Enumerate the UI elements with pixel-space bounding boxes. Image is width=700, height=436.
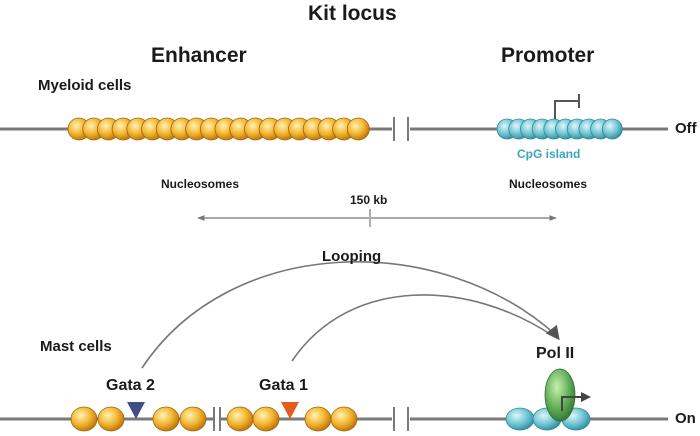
cpg-island-label: CpG island: [517, 147, 581, 161]
diagram-title: Kit locus: [308, 2, 397, 25]
distance-arrows: [197, 209, 557, 227]
enhancer-nucleosome: [330, 406, 358, 432]
mast-cells-label: Mast cells: [40, 338, 112, 355]
transcription-arrow: [561, 392, 591, 411]
looping-curves: [141, 261, 560, 369]
mast-state-on: On: [675, 410, 696, 427]
enhancer-nucleosome: [226, 406, 254, 432]
enhancer-nucleosome: [304, 406, 332, 432]
promoter-heading: Promoter: [501, 44, 595, 67]
gata1-label: Gata 1: [259, 377, 308, 394]
enhancer-nucleosome: [179, 406, 207, 432]
enhancer-nucleosome: [97, 406, 125, 432]
looping-label: Looping: [322, 248, 382, 265]
promoter-nucleosome: [505, 407, 535, 431]
myeloid-promoter-nucleosomes: [496, 118, 623, 140]
enhancer-nucleosome: [152, 406, 180, 432]
enhancer-nucleosome: [252, 406, 280, 432]
nucleosomes-label-right: Nucleosomes: [509, 177, 588, 191]
gata1-binding-marker: [281, 402, 299, 419]
enhancer-nucleosome: [346, 117, 370, 141]
mast-enhancer-nucleosomes: [70, 406, 358, 432]
distance-label: 150 kb: [350, 193, 388, 207]
enhancer-heading: Enhancer: [151, 44, 247, 67]
myeloid-enhancer-nucleosomes: [67, 117, 370, 141]
myeloid-cells-label: Myeloid cells: [38, 77, 132, 94]
nucleosomes-label-left: Nucleosomes: [161, 177, 240, 191]
pol-ii-complex: [544, 368, 576, 422]
gata2-binding-marker: [127, 402, 145, 419]
pol-ii-label: Pol II: [536, 345, 575, 362]
promoter-nucleosome: [601, 118, 623, 140]
myeloid-state-off: Off: [675, 120, 697, 137]
enhancer-nucleosome: [70, 406, 98, 432]
tss-bent-arrow: [554, 94, 580, 119]
gata2-label: Gata 2: [106, 377, 155, 394]
